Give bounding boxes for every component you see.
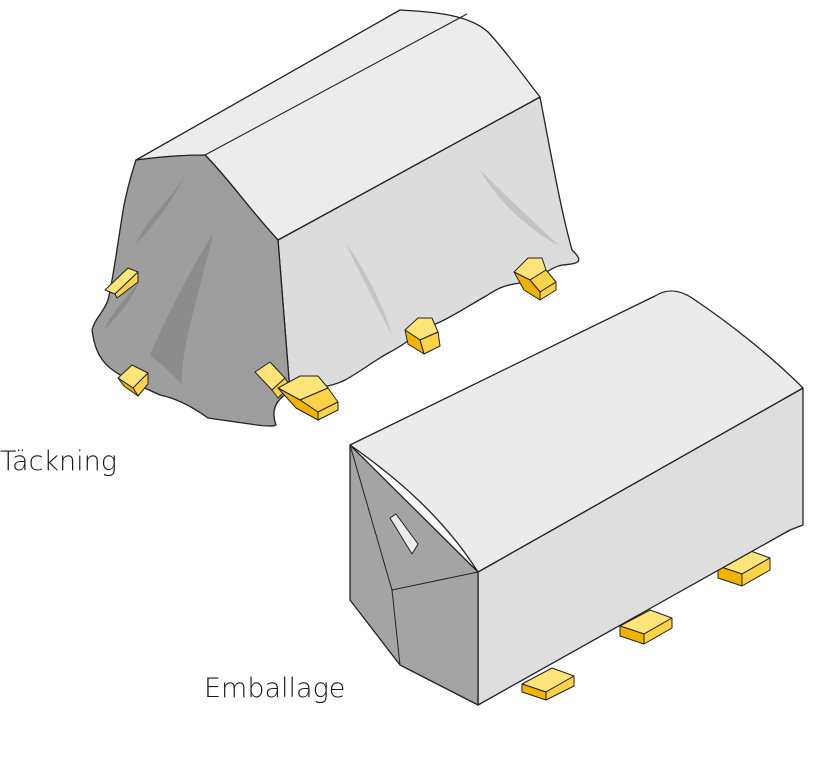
wooden-block (117, 364, 149, 397)
crate-skid (619, 609, 673, 645)
packaged-crate (349, 290, 804, 706)
wooden-block (104, 267, 139, 299)
crate-skid (717, 549, 771, 587)
tarp-covered-cargo (91, 9, 580, 427)
wooden-block (513, 257, 557, 301)
crate-top (349, 290, 804, 573)
wooden-block (404, 317, 441, 355)
tarp-end-fold (135, 176, 185, 245)
tarp-fold (345, 242, 392, 335)
crate-end (349, 444, 479, 706)
packaging-label: Emballage (204, 673, 346, 704)
crate-wrap-seam (391, 589, 401, 666)
wooden-block (277, 375, 339, 421)
covering-label: Täckning (0, 446, 117, 477)
tarp-end-fold (104, 280, 140, 330)
crate-skid (521, 667, 575, 701)
tarp-ridge-line (204, 13, 468, 156)
tarp-long-side (277, 96, 580, 393)
tarp-end-fold (150, 234, 213, 385)
handle-opening (389, 513, 419, 555)
